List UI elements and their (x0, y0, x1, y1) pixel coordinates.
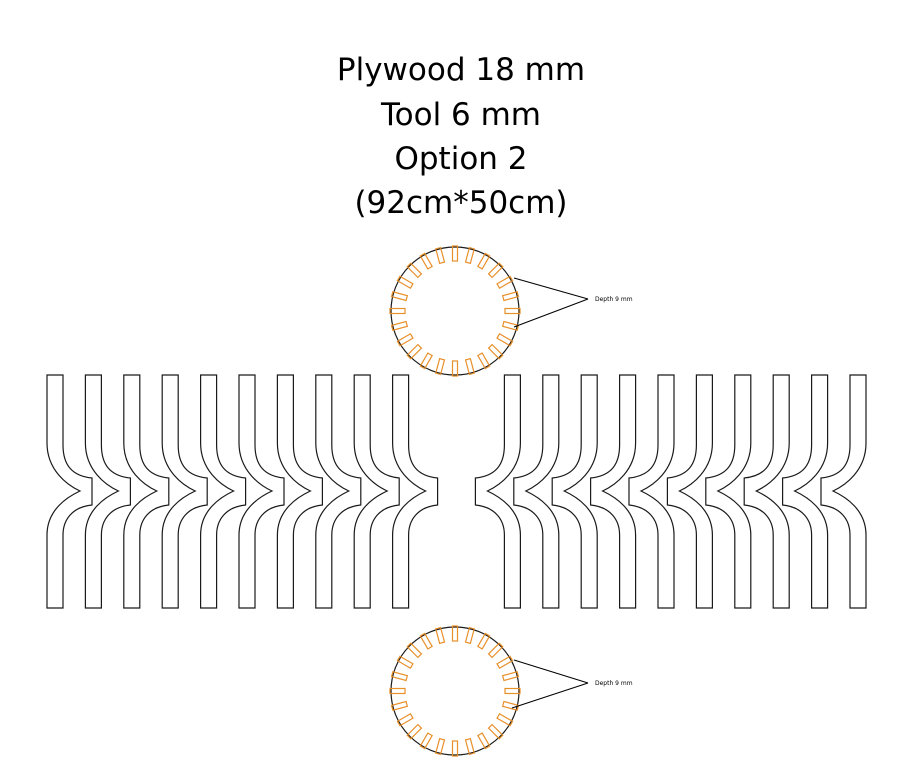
kerf-slot (496, 275, 514, 289)
bottom-depth-annotation: Depth 9 mm (511, 659, 633, 709)
kerf-slot (390, 671, 409, 682)
left-finger (123, 374, 170, 609)
right-finger (666, 374, 714, 609)
kerf-slot (390, 700, 409, 711)
kerf-slot (464, 737, 475, 756)
kerf-slot (419, 732, 433, 750)
kerf-slot (435, 246, 446, 265)
title-option: Option 2 (394, 141, 528, 177)
kerf-slot (451, 360, 459, 377)
kerf-slot (496, 655, 514, 669)
left-finger (353, 374, 400, 609)
circle-outline (390, 246, 520, 376)
right-finger (820, 374, 867, 609)
top-depth-annotation: Depth 9 mm (513, 277, 633, 328)
kerf-slot (451, 625, 459, 642)
right-finger (705, 374, 752, 609)
right-finger (589, 374, 637, 609)
right-finger (513, 374, 560, 609)
kerf-slot (390, 320, 409, 331)
kerf-slot (396, 655, 414, 669)
kerf-slot (487, 262, 504, 279)
kerf-slot (501, 671, 520, 682)
kerf-slot (406, 642, 423, 659)
title-material: Plywood 18 mm (336, 52, 586, 88)
kerf-slot (406, 262, 423, 279)
right-finger (474, 374, 522, 609)
bottom-circle-part (389, 625, 521, 757)
right-finger (781, 374, 829, 609)
kerf-slot (435, 626, 446, 645)
kerf-slot (390, 291, 409, 302)
kerf-slot (406, 343, 423, 360)
kerf-slot (501, 291, 520, 302)
kerf-slot (487, 642, 504, 659)
kerf-slot (477, 632, 491, 650)
kerf-slot (504, 307, 521, 315)
depth-label: Depth 9 mm (595, 296, 633, 303)
title-dimensions: (92cm*50cm) (354, 185, 568, 221)
kerf-slot (487, 723, 504, 740)
kerf-slot (389, 307, 406, 315)
kerf-slot (464, 626, 475, 645)
kerf-slot (451, 740, 459, 757)
finger-pattern (46, 374, 867, 609)
kerf-slot (406, 723, 423, 740)
left-finger (315, 374, 362, 609)
left-finger (238, 374, 285, 609)
left-finger (161, 374, 208, 609)
kerf-slot (464, 357, 475, 376)
kerf-slot (396, 333, 414, 347)
kerf-slot (419, 252, 433, 270)
leader-line (511, 682, 589, 709)
left-finger (200, 374, 247, 609)
kerf-slot (451, 245, 459, 262)
left-finger (276, 374, 323, 609)
top-circle-part (389, 245, 521, 377)
kerf-slot (504, 687, 521, 695)
kerf-slot (477, 732, 491, 750)
kerf-slot (477, 352, 491, 370)
title-tool: Tool 6 mm (380, 97, 542, 133)
right-finger (743, 374, 790, 609)
left-finger (392, 374, 439, 609)
kerf-slot (419, 632, 433, 650)
kerf-slot (487, 343, 504, 360)
right-finger (628, 374, 675, 609)
leader-line (513, 298, 589, 328)
kerf-slot (396, 713, 414, 727)
kerf-slot (496, 333, 514, 347)
kerf-slot (464, 246, 475, 265)
left-finger (46, 374, 93, 609)
kerf-slot (501, 320, 520, 331)
kerf-slot (477, 252, 491, 270)
kerf-slot (435, 357, 446, 376)
kerf-slot (419, 352, 433, 370)
depth-label: Depth 9 mm (595, 680, 633, 687)
kerf-slot (496, 713, 514, 727)
kerf-slot (501, 700, 520, 711)
left-finger (84, 374, 131, 609)
circle-outline (390, 626, 520, 756)
right-finger (551, 374, 598, 609)
kerf-slot (389, 687, 406, 695)
kerf-slot (435, 737, 446, 756)
kerf-slot (396, 275, 414, 289)
leader-line (513, 277, 589, 300)
leader-line (513, 659, 589, 684)
